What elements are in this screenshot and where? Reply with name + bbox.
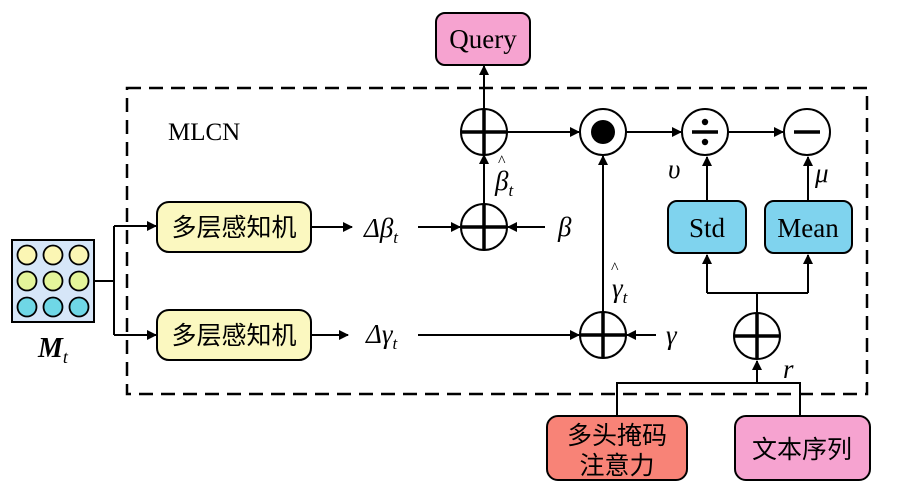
module-title: MLCN xyxy=(168,119,240,146)
input-branch-line xyxy=(94,226,115,335)
subtract-operator xyxy=(783,108,831,156)
mu-label: μ xyxy=(814,158,829,188)
delta-beta-label: Δβt xyxy=(363,213,399,247)
plus-icon xyxy=(580,312,626,358)
gamma-hat-accent: ^ xyxy=(611,260,619,277)
mlcn-module-border xyxy=(125,86,869,396)
attention-label-line2: 注意力 xyxy=(579,451,654,480)
mlp-bottom-label: 多层感知机 xyxy=(171,321,296,350)
matrix-row-3 xyxy=(16,296,90,318)
text-sequence-label: 文本序列 xyxy=(752,435,852,464)
text-sequence-box: 文本序列 xyxy=(734,415,871,481)
mlp-top-box: 多层感知机 xyxy=(156,201,312,253)
multiply-operator xyxy=(579,108,627,156)
matrix-cell xyxy=(42,270,64,292)
matrix-cell xyxy=(68,296,90,318)
add-beta-operator xyxy=(460,203,508,251)
matrix-cell xyxy=(68,244,90,266)
add-r-operator xyxy=(733,312,781,360)
split-line-std-mean xyxy=(707,292,808,312)
mean-label: Mean xyxy=(777,213,839,243)
upsilon-label: υ xyxy=(668,154,680,184)
add-query-operator xyxy=(460,108,508,156)
matrix-cell xyxy=(16,244,38,266)
plus-icon xyxy=(734,313,780,359)
delta-gamma-label: Δγt xyxy=(365,319,399,353)
merge-line-r xyxy=(616,382,801,417)
matrix-cell xyxy=(42,244,64,266)
matrix-cell xyxy=(16,296,38,318)
beta-hat-label: βt xyxy=(494,166,514,200)
beta-label: β xyxy=(557,212,572,242)
matrix-cell xyxy=(42,296,64,318)
mlp-top-label: 多层感知机 xyxy=(171,213,296,242)
gamma-hat-label: γt xyxy=(612,273,629,307)
input-label: Mt xyxy=(37,333,69,367)
plus-icon xyxy=(461,204,507,250)
std-label: Std xyxy=(689,213,726,243)
matrix-cell xyxy=(16,270,38,292)
attention-label-line1: 多头掩码 xyxy=(567,421,667,450)
matrix-row-2 xyxy=(16,270,90,292)
mlp-bottom-box: 多层感知机 xyxy=(156,309,312,361)
divide-icon xyxy=(692,118,718,146)
dot-icon xyxy=(591,120,615,144)
matrix-row-1 xyxy=(16,244,90,266)
gamma-label: γ xyxy=(666,320,678,350)
beta-hat-accent: ^ xyxy=(498,153,506,170)
attention-box: 多头掩码 注意力 xyxy=(546,415,688,481)
add-gamma-operator xyxy=(579,311,627,359)
std-box: Std xyxy=(667,200,747,254)
query-label: Query xyxy=(449,24,517,54)
matrix-cell xyxy=(68,270,90,292)
input-matrix: Mt xyxy=(11,239,95,367)
mean-box: Mean xyxy=(764,200,853,254)
query-box: Query xyxy=(435,12,531,66)
divide-operator xyxy=(681,108,729,156)
r-label: r xyxy=(783,354,794,384)
plus-icon xyxy=(461,109,507,155)
